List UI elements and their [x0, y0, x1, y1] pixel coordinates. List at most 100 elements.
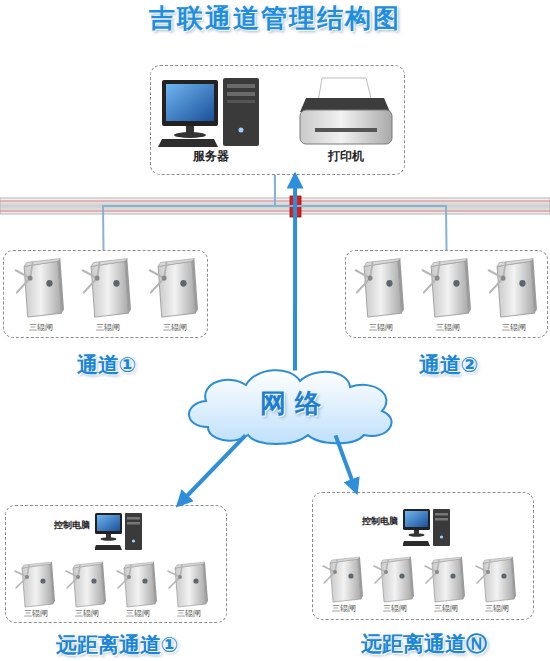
tripod-arms: [356, 263, 373, 293]
control-pc-illustration: [402, 509, 450, 546]
turnstile-node: 三辊闸: [12, 256, 70, 334]
tripod-arm: [150, 270, 165, 278]
turnstile-node: 三辊闸: [63, 560, 111, 620]
tripod-hub: [95, 276, 100, 281]
turnstile-side: [50, 562, 55, 604]
tripod-arm: [83, 270, 98, 278]
tripod-arm: [356, 270, 371, 278]
turnstile-lid: [381, 557, 411, 563]
power-light: [239, 128, 244, 133]
tripod-hub: [435, 276, 440, 281]
tripod-hub: [127, 575, 131, 579]
tripod-hub: [368, 276, 373, 281]
tripod-hub: [76, 575, 80, 579]
card-reader: [501, 573, 506, 578]
turnstile-node: 三辊闸: [320, 555, 368, 615]
tripod-arm: [357, 278, 370, 292]
turnstile-label: 三辊闸: [320, 604, 368, 613]
turnstile-lid: [483, 557, 513, 563]
turnstile-body: [432, 559, 463, 602]
card-reader: [113, 280, 119, 287]
node-label: 服务器: [176, 150, 246, 164]
turnstile-body: [91, 261, 128, 317]
turnstile-lid: [124, 562, 154, 568]
turnstile-lid: [497, 259, 533, 267]
turnstile-lid: [432, 557, 462, 563]
tripod-arm: [423, 270, 438, 278]
tripod-hub: [162, 276, 167, 281]
tripod-arms: [168, 565, 182, 588]
tripod-arms: [374, 560, 388, 583]
tripod-hub: [333, 570, 337, 574]
turnstile-label: 三辊闸: [473, 604, 521, 613]
turnstile-body: [158, 261, 195, 317]
turnstile-body: [24, 261, 61, 317]
turnstile-label: 三辊闸: [422, 604, 470, 613]
connector-arrow: [336, 435, 357, 492]
card-reader: [91, 578, 96, 583]
turnstile-label: 三辊闸: [114, 609, 162, 618]
turnstile-label: 三辊闸: [146, 323, 204, 332]
tripod-arm: [426, 572, 437, 583]
card-reader: [142, 578, 147, 583]
node-heading: 远距离通道Ⓝ: [313, 632, 535, 656]
turnstile-side: [101, 562, 106, 604]
tripod-arm: [168, 571, 180, 577]
turnstile-side: [511, 557, 516, 599]
channel-box: 通道①三辊闸三辊闸三辊闸: [3, 250, 208, 338]
turnstile-body: [124, 564, 155, 607]
turnstile-lid: [158, 259, 194, 267]
tripod-hub: [28, 276, 33, 281]
tripod-arm: [425, 566, 437, 572]
turnstile-body: [381, 559, 412, 602]
turnstile-body: [22, 564, 53, 607]
remote-channel-box: 远距离通道Ⓝ控制电脑三辊闸三辊闸三辊闸三辊闸: [312, 492, 534, 620]
network-cloud: 网 络: [178, 365, 403, 445]
turnstile-side: [465, 259, 471, 314]
server-monitor: [162, 80, 218, 126]
turnstile-label: 三辊闸: [12, 323, 70, 332]
turnstile-side: [531, 259, 537, 314]
tripod-arms: [150, 263, 167, 293]
tripod-arm: [324, 572, 335, 583]
turnstile-side: [203, 562, 208, 604]
tripod-hub: [435, 570, 439, 574]
node-label: 打印机: [306, 150, 386, 164]
tripod-arm: [374, 566, 386, 572]
connector-line: [103, 175, 275, 250]
tripod-arms: [83, 263, 100, 293]
turnstile-body: [175, 564, 206, 607]
printer-slot: [315, 128, 377, 132]
tripod-arm: [476, 566, 488, 572]
turnstile-shape: [485, 256, 543, 334]
card-reader: [348, 573, 353, 578]
turnstile-node: 三辊闸: [12, 560, 60, 620]
node-heading: 网 络: [178, 389, 403, 419]
diagram-title: 吉联通道管理结构图: [0, 3, 550, 34]
tripod-arm: [67, 577, 78, 588]
control-pc-illustration: [94, 513, 142, 550]
node-label: 控制电脑: [356, 516, 403, 526]
node-heading: 通道①: [24, 353, 189, 377]
tripod-arm: [424, 278, 437, 292]
control-pc: 控制电脑: [48, 512, 148, 557]
tripod-arm: [15, 571, 27, 577]
control-pc: 控制电脑: [356, 508, 456, 553]
turnstile-label: 三辊闸: [419, 323, 477, 332]
turnstile-shape: [352, 256, 410, 334]
keyboard: [158, 139, 218, 147]
turnstile-label: 三辊闸: [12, 609, 60, 618]
turnstile-label: 三辊闸: [485, 323, 543, 332]
tripod-arm: [375, 572, 386, 583]
turnstile-side: [152, 562, 157, 604]
tripod-arms: [489, 263, 506, 293]
tripod-hub: [25, 575, 29, 579]
network-bus: [0, 198, 550, 214]
turnstile-lid: [22, 562, 52, 568]
tripod-arm: [16, 270, 31, 278]
turnstile-body: [73, 564, 104, 607]
bus-connector: [290, 196, 301, 217]
turnstile-label: 三辊闸: [352, 323, 410, 332]
turnstile-lid: [91, 259, 127, 267]
